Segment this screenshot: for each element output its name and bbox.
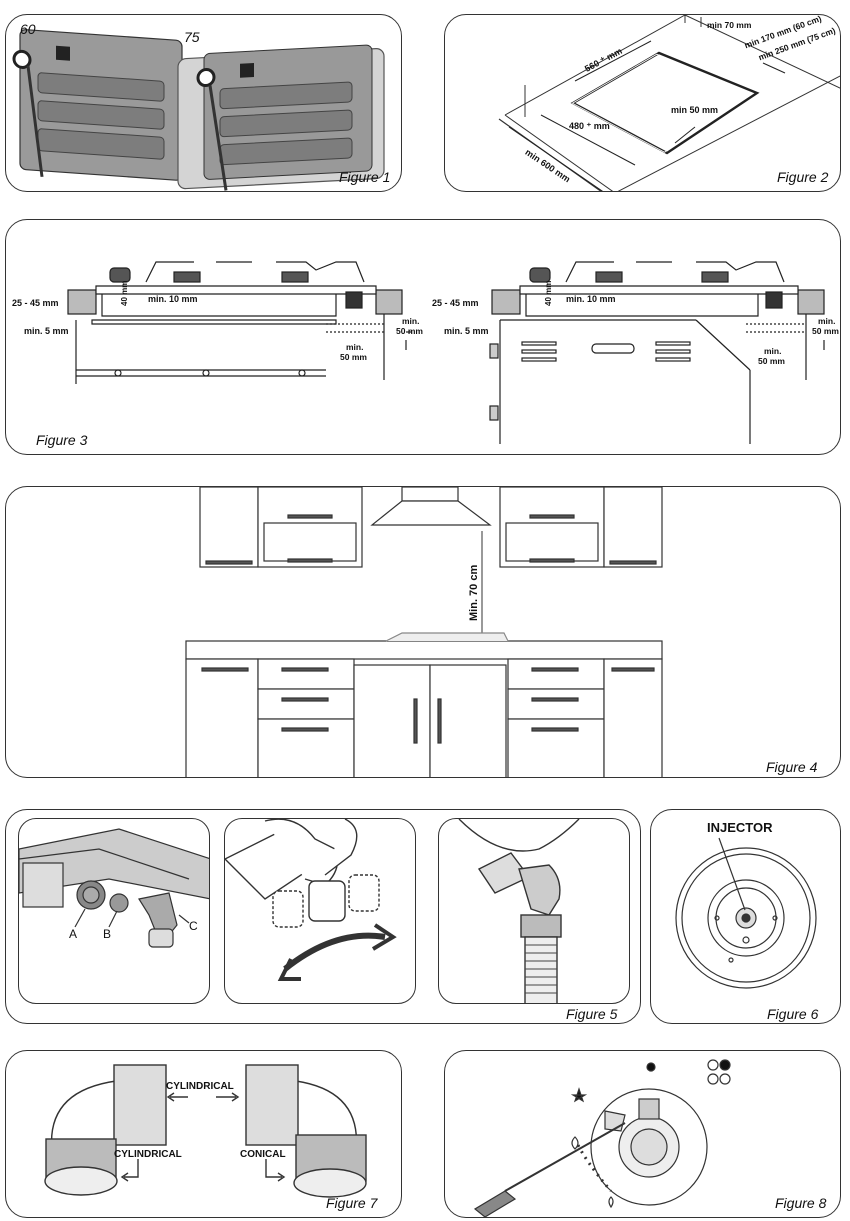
cylindrical-conical-fittings-diagram bbox=[44, 1064, 367, 1198]
figure-3-panel: 25 - 45 mm 40 mm min. 10 mm min. 5 mm mi… bbox=[5, 219, 841, 455]
left-section bbox=[67, 261, 412, 384]
tap-adjustment-diagram bbox=[473, 1059, 731, 1217]
hob-75-plate bbox=[177, 44, 385, 191]
figure-7-panel: CYLINDRICAL CYLINDRICAL CONICAL Figure 7 bbox=[5, 1050, 402, 1218]
figure-1-caption: Figure 1 bbox=[339, 169, 391, 185]
figure-2-panel: min 70 mm min 170 mm (60 cm) min 250 mm … bbox=[444, 14, 841, 192]
hob-plates-illustration bbox=[12, 29, 385, 191]
cylindrical-top-label: CYLINDRICAL bbox=[166, 1081, 234, 1092]
figure-5-subpanel-wrench bbox=[224, 818, 416, 1004]
gas-inlet-connections-illustration bbox=[19, 828, 209, 948]
min-50-left-b-line2: 50 mm bbox=[340, 352, 367, 362]
installation-cross-section-diagram bbox=[67, 261, 825, 444]
min-50-left-a-line2: 50 mm bbox=[396, 326, 423, 336]
figure-7-caption: Figure 7 bbox=[326, 1195, 378, 1211]
min-50-right-b-line2: 50 mm bbox=[758, 356, 785, 366]
size-75-label: 75 bbox=[184, 29, 200, 45]
min-50-right-b-line1: min. bbox=[764, 346, 782, 356]
connection-a-label: A bbox=[69, 927, 78, 941]
min-50-right-a-line2: 50 mm bbox=[812, 326, 839, 336]
min-5-right-label: min. 5 mm bbox=[444, 326, 489, 336]
min-50-left-a-line1: min. bbox=[402, 316, 420, 326]
figure-6-panel: INJECTOR Figure 6 bbox=[650, 809, 841, 1024]
figure-1-panel: 60 75 Figure 1 bbox=[5, 14, 402, 192]
min-50-right-a-line1: min. bbox=[818, 316, 836, 326]
width-480-label: 480 ⁺ mm bbox=[569, 121, 610, 131]
hose-connection-illustration bbox=[458, 819, 580, 1003]
min-10-left-label: min. 10 mm bbox=[148, 294, 198, 304]
figure-5-subpanel-connections: A B C bbox=[18, 818, 210, 1004]
connection-b-label: B bbox=[103, 927, 112, 941]
height-40-left-label: 40 mm bbox=[120, 280, 129, 306]
figure-8-panel: Figure 8 bbox=[444, 1050, 841, 1218]
wrench-tightening-illustration bbox=[225, 819, 397, 981]
min-70cm-label: Min. 70 cm bbox=[468, 564, 480, 621]
figure-5-panel: A B C bbox=[5, 809, 641, 1024]
figure-5-subpanel-hose bbox=[438, 818, 630, 1004]
figure-5-caption: Figure 5 bbox=[566, 1006, 618, 1022]
min-50-label: min 50 mm bbox=[671, 105, 719, 115]
figure-2-caption: Figure 2 bbox=[777, 169, 829, 185]
height-40-right-label: 40 mm bbox=[544, 280, 553, 306]
right-section bbox=[489, 261, 825, 444]
thickness-left-label: 25 - 45 mm bbox=[12, 298, 59, 308]
cutout-dimensions-diagram bbox=[498, 15, 840, 191]
figure-3-caption: Figure 3 bbox=[36, 432, 88, 448]
figure-4-caption: Figure 4 bbox=[766, 759, 818, 775]
injector-label: INJECTOR bbox=[707, 820, 773, 835]
figure-4-panel: Min. 70 cm Figure 4 bbox=[5, 486, 841, 778]
conical-label: CONICAL bbox=[240, 1149, 286, 1160]
burner-injector-diagram bbox=[675, 837, 817, 989]
figure-8-caption: Figure 8 bbox=[775, 1195, 827, 1211]
kitchen-hood-clearance-diagram bbox=[185, 487, 663, 777]
min-10-right-label: min. 10 mm bbox=[566, 294, 616, 304]
min-70-label: min 70 mm bbox=[707, 20, 752, 30]
figure-6-caption: Figure 6 bbox=[767, 1006, 819, 1022]
min-5-left-label: min. 5 mm bbox=[24, 326, 69, 336]
min-50-left-b-line1: min. bbox=[346, 342, 364, 352]
hob-60-plate bbox=[12, 29, 183, 181]
size-60-label: 60 bbox=[20, 21, 36, 37]
connection-c-label: C bbox=[189, 919, 198, 933]
thickness-right-label: 25 - 45 mm bbox=[432, 298, 479, 308]
cylindrical-left-label: CYLINDRICAL bbox=[114, 1149, 182, 1160]
